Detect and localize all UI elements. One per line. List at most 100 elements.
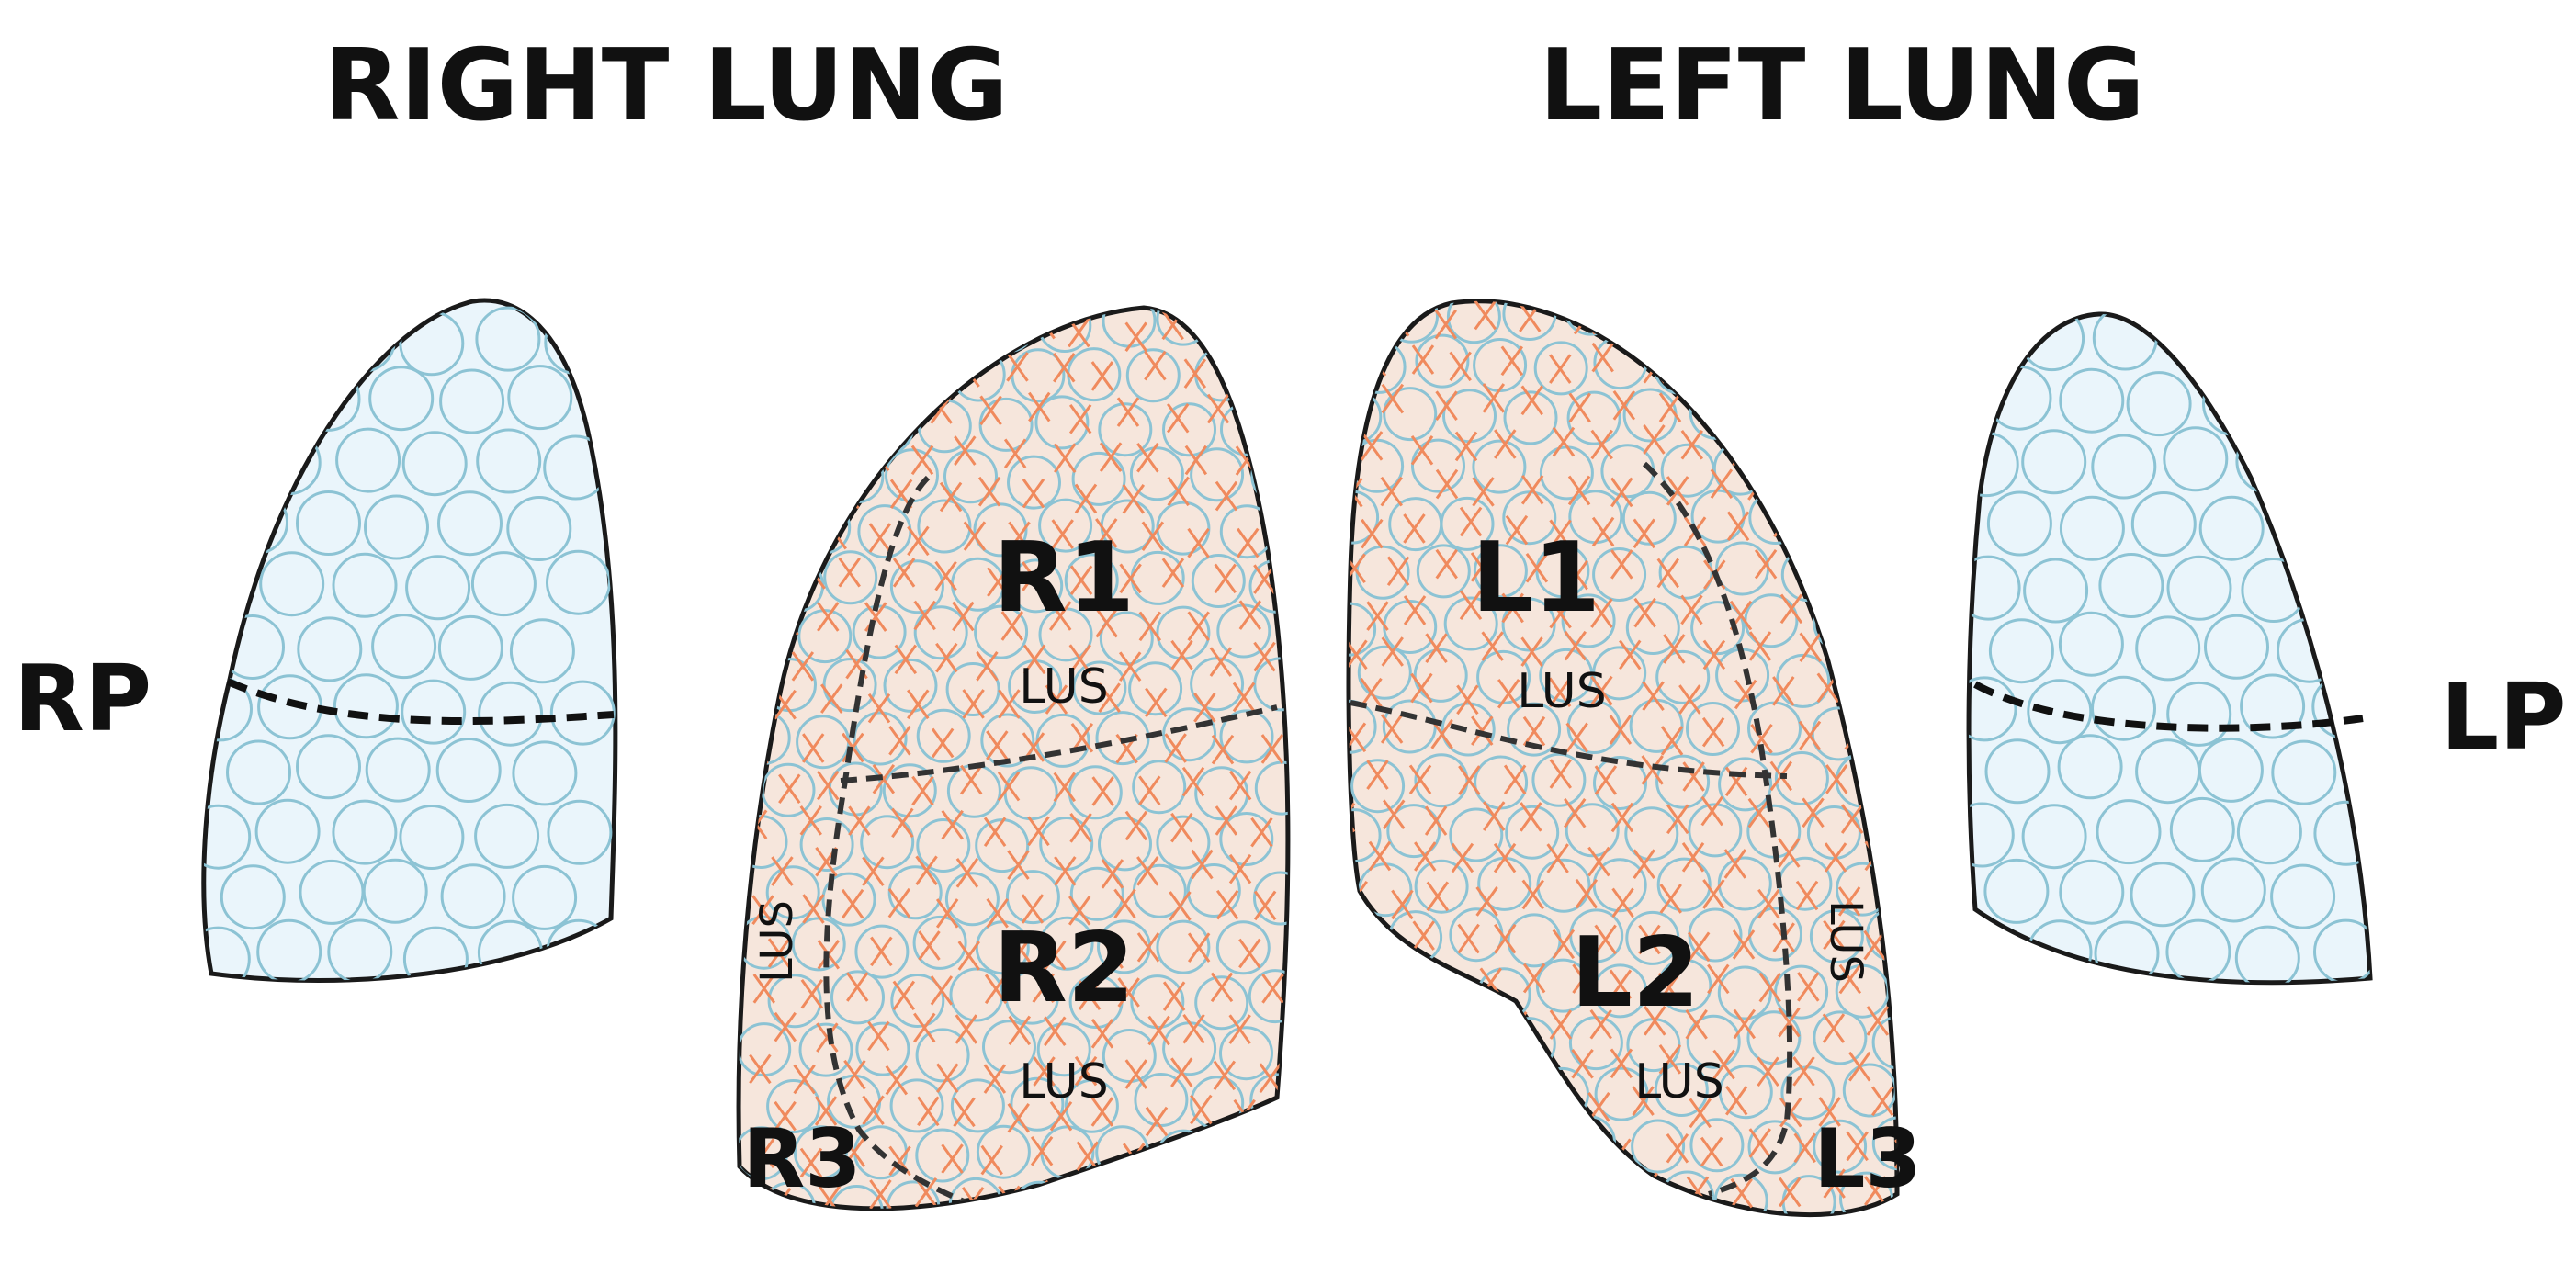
- b-line-x-mark-icon: [1748, 631, 1772, 661]
- b-line-x-mark-icon: [1228, 1014, 1251, 1044]
- b-line-x-mark-icon: [1779, 593, 1803, 625]
- b-line-x-mark-icon: [1682, 761, 1705, 792]
- b-line-x-mark-icon: [1824, 509, 1847, 540]
- b-line-x-mark-icon: [1053, 772, 1077, 803]
- b-line-x-mark-icon: [1457, 1015, 1481, 1045]
- alveolus-circle-icon: [2021, 429, 2087, 495]
- b-line-x-mark-icon: [1701, 716, 1725, 748]
- b-line-x-mark-icon: [1568, 392, 1591, 423]
- alveolus-circle-icon: [1592, 547, 1647, 602]
- alveolus-circle-icon: [795, 308, 849, 346]
- alveolus-circle-icon: [1717, 965, 1772, 1020]
- b-line-x-mark-icon: [867, 1020, 890, 1052]
- alveolus-circle-icon: [1984, 738, 2051, 805]
- b-line-x-mark-icon: [1610, 549, 1633, 580]
- b-line-x-mark-icon: [1191, 849, 1214, 880]
- alveolus-circle-icon: [1357, 1176, 1412, 1215]
- b-line-x-mark-icon: [885, 1065, 909, 1096]
- alveolus-circle-icon: [1449, 807, 1504, 862]
- alveolus-circle-icon: [1773, 334, 1828, 389]
- b-line-x-mark-icon: [1567, 475, 1591, 506]
- alveolus-circle-icon: [1474, 1167, 1529, 1215]
- right-posterior-lung: [186, 300, 616, 990]
- alveolus-circle-icon: [887, 865, 943, 920]
- alveolus-circle-icon: [226, 739, 291, 805]
- alveolus-circle-icon: [1969, 802, 2015, 868]
- b-line-x-mark-icon: [1411, 344, 1435, 375]
- b-line-x-mark-icon: [1022, 644, 1046, 675]
- alveolus-circle-icon: [296, 734, 361, 800]
- r1-lus-label: LUS: [1019, 659, 1108, 715]
- alveolus-circle-icon: [1215, 920, 1271, 975]
- b-line-x-mark-icon: [751, 895, 774, 925]
- b-line-x-mark-icon: [1732, 929, 1756, 960]
- alveolus-circle-icon: [1689, 385, 1744, 440]
- b-line-x-mark-icon: [1633, 849, 1655, 879]
- b-line-x-mark-icon: [1798, 720, 1822, 751]
- alveolus-circle-icon: [2027, 679, 2093, 745]
- b-line-x-mark-icon: [778, 773, 801, 805]
- alveolus-circle-icon: [1162, 707, 1217, 762]
- b-line-x-mark-icon: [1136, 442, 1159, 473]
- b-line-x-mark-icon: [1068, 403, 1092, 434]
- alveolus-circle-icon: [1009, 558, 1064, 614]
- b-line-x-mark-icon: [843, 319, 867, 349]
- b-line-x-mark-icon: [983, 817, 1007, 847]
- b-line-x-mark-icon: [870, 936, 893, 967]
- b-line-x-mark-icon: [941, 809, 964, 840]
- alveolus-circle-icon: [439, 368, 505, 434]
- alveolus-circle-icon: [739, 603, 791, 659]
- alveolus-circle-icon: [1631, 1119, 1686, 1174]
- b-line-x-mark-icon: [1044, 940, 1067, 971]
- alveolus-circle-icon: [1969, 313, 2016, 373]
- b-line-x-mark-icon: [1090, 1019, 1114, 1049]
- alveolus-circle-icon: [470, 551, 537, 617]
- alveolus-circle-icon: [2313, 918, 2370, 983]
- b-line-x-mark-icon: [1049, 1100, 1073, 1132]
- b-line-x-mark-icon: [983, 318, 1007, 349]
- alveolus-circle-icon: [855, 1021, 910, 1076]
- b-line-x-mark-icon: [1520, 385, 1543, 416]
- b-line-x-mark-icon: [963, 521, 987, 551]
- alveolus-circle-icon: [974, 604, 1029, 659]
- r2-lus-label: LUS: [1019, 1054, 1108, 1110]
- alveolus-circle-icon: [1186, 863, 1241, 918]
- b-line-x-mark-icon: [1349, 1129, 1364, 1159]
- alveolus-circle-icon: [2272, 372, 2338, 438]
- alveolus-circle-icon: [2165, 918, 2231, 983]
- alveolus-circle-icon: [2098, 553, 2164, 618]
- alveolus-circle-icon: [365, 737, 431, 803]
- b-line-x-mark-icon: [1095, 607, 1118, 638]
- b-line-x-mark-icon: [1048, 601, 1072, 631]
- b-line-x-mark-icon: [1361, 1097, 1385, 1127]
- b-line-x-mark-icon: [1022, 561, 1045, 591]
- alveolus-circle-icon: [547, 799, 613, 865]
- b-line-x-mark-icon: [954, 435, 977, 466]
- alveolus-circle-icon: [1565, 803, 1620, 858]
- b-line-x-mark-icon: [894, 318, 917, 349]
- b-line-x-mark-icon: [1074, 483, 1098, 514]
- alveolus-circle-icon: [2271, 739, 2337, 805]
- alveolus-circle-icon: [1010, 1076, 1065, 1132]
- b-line-x-mark-icon: [1068, 896, 1091, 926]
- alveolus-circle-icon: [440, 863, 506, 929]
- alveolus-circle-icon: [1690, 601, 1746, 656]
- alveolus-circle-icon: [1983, 858, 2050, 924]
- b-line-x-mark-icon: [752, 974, 776, 1004]
- b-line-x-mark-icon: [1187, 932, 1211, 963]
- alveolus-circle-icon: [2276, 491, 2342, 558]
- alveolus-circle-icon: [2059, 367, 2125, 434]
- alveolus-circle-icon: [890, 974, 945, 1028]
- b-line-x-mark-icon: [1010, 935, 1033, 965]
- b-line-x-mark-icon: [1000, 611, 1024, 641]
- right-lung-heading: RIGHT LUNG: [323, 28, 1008, 143]
- b-line-x-mark-icon: [1412, 920, 1435, 951]
- b-line-x-mark-icon: [1471, 715, 1494, 746]
- alveolus-circle-icon: [1248, 344, 1288, 400]
- alveolus-circle-icon: [1411, 438, 1465, 493]
- b-line-x-mark-icon: [1027, 816, 1050, 847]
- b-line-x-mark-icon: [1869, 601, 1892, 632]
- b-line-x-mark-icon: [1678, 684, 1701, 715]
- b-line-x-mark-icon: [1483, 1127, 1506, 1157]
- alveolus-circle-icon: [1098, 402, 1153, 457]
